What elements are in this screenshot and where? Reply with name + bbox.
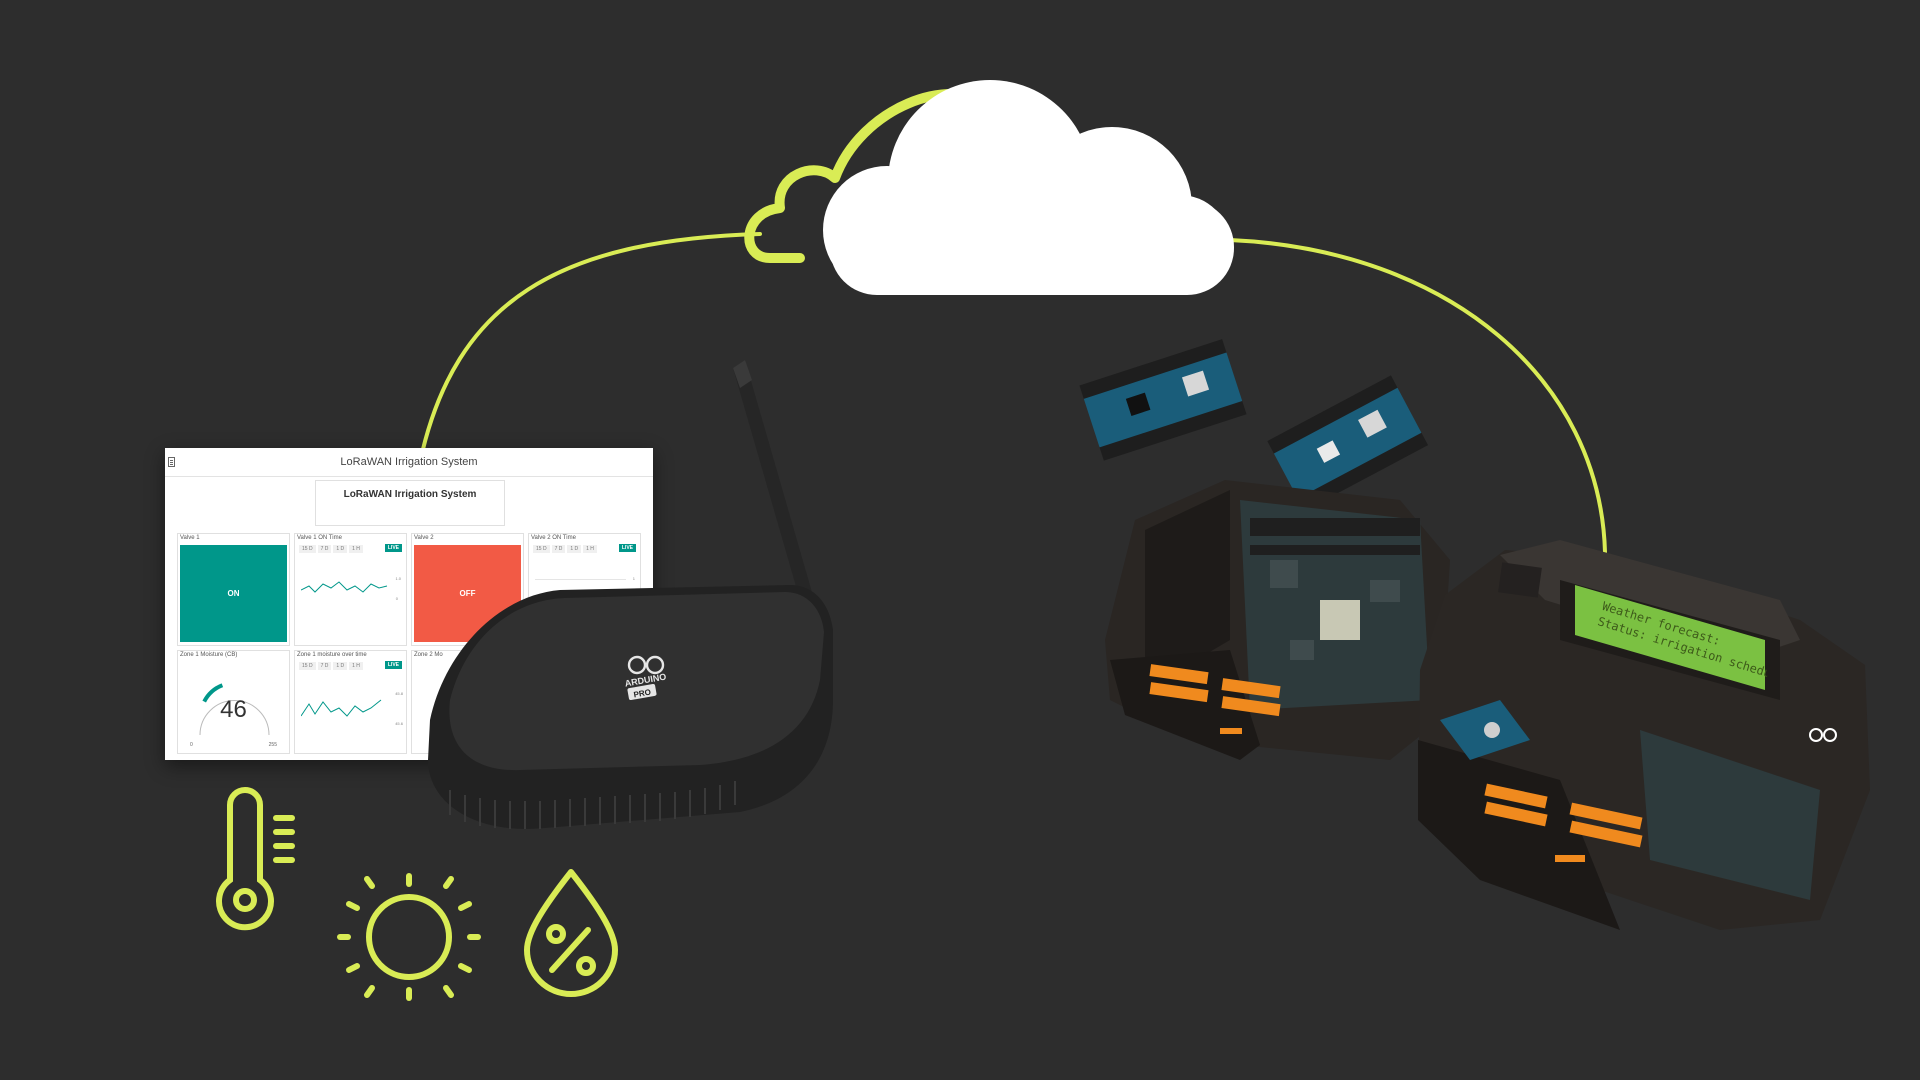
axis-top-label: 1.0 <box>395 576 401 581</box>
connection-line-right <box>1228 238 1607 554</box>
valve-1-switch[interactable]: ON <box>180 545 287 642</box>
zone-2-moisture-label: Zone 2 Mo <box>414 652 443 658</box>
arduino-logo-icon <box>627 655 665 675</box>
tab-15d[interactable]: 15 D <box>299 662 316 670</box>
live-badge[interactable]: LIVE <box>618 544 636 552</box>
gauge-max-label: 255 <box>268 742 277 748</box>
controller-right <box>1418 540 1870 930</box>
mkr-board-inserted <box>1440 700 1530 760</box>
mkr-board-top-left <box>1079 339 1247 461</box>
zone-1-moisture-value: 46 <box>220 696 247 723</box>
tab-1h[interactable]: 1 H <box>583 545 597 553</box>
tab-1h[interactable]: 1 H <box>349 545 363 553</box>
live-badge[interactable]: LIVE <box>384 661 402 669</box>
valve-1-widget[interactable]: Valve 1 ON <box>177 533 290 646</box>
controller-left <box>1105 480 1450 760</box>
valve-1-time-chart: Valve 1 ON Time 15 D 7 D 1 D 1 H LIVE 1.… <box>294 533 407 646</box>
gateway-antenna <box>733 360 820 628</box>
menu-icon[interactable] <box>168 457 175 467</box>
axis-top-label: 45.8 <box>395 691 403 696</box>
axis-bottom-label: 45.6 <box>395 721 403 726</box>
tab-7d[interactable]: 7 D <box>551 545 566 553</box>
zone-1-time-chart: Zone 1 moisture over time 15 D 7 D 1 D 1… <box>294 650 407 754</box>
valve-2-label: Valve 2 <box>414 535 434 541</box>
axis-bottom-label: 0 <box>395 596 398 601</box>
gauge-min-label: 0 <box>190 742 193 748</box>
zone-1-moisture-label: Zone 1 Moisture (CB) <box>180 652 238 658</box>
tab-15d[interactable]: 15 D <box>299 545 316 553</box>
valve-1-time-tabs: 15 D 7 D 1 D 1 H <box>299 545 363 553</box>
tab-1d[interactable]: 1 D <box>333 662 348 670</box>
valve-1-label: Valve 1 <box>180 535 200 541</box>
tab-1d[interactable]: 1 D <box>567 545 582 553</box>
gateway-badge: PRO <box>633 688 652 700</box>
live-badge[interactable]: LIVE <box>384 544 402 552</box>
cloud-outline-icon <box>744 89 1005 263</box>
zone-1-time-label: Zone 1 moisture over time <box>297 652 367 658</box>
valve-1-state: ON <box>227 589 240 598</box>
sun-icon <box>337 873 481 1001</box>
mkr-board-top-center <box>1267 375 1429 511</box>
connector-orange <box>1484 783 1643 862</box>
connection-line-left <box>418 232 762 464</box>
tab-7d[interactable]: 7 D <box>317 662 332 670</box>
zone-1-moisture-gauge: Zone 1 Moisture (CB) 46 0 255 <box>177 650 290 754</box>
dashboard-title-bar: LoRaWAN Irrigation System <box>165 448 653 477</box>
valve-1-sparkline <box>301 581 388 593</box>
dashboard-title-widget: LoRaWAN Irrigation System <box>315 480 505 526</box>
chart-gridline <box>535 579 626 580</box>
connector-orange <box>1149 664 1281 734</box>
axis-top-label: 1 <box>632 576 635 581</box>
gauge-arc <box>199 683 270 736</box>
cloud-icon <box>823 80 1234 295</box>
dashboard-title: LoRaWAN Irrigation System <box>343 489 477 500</box>
lcd-screen <box>1575 585 1765 690</box>
thermometer-icon <box>216 787 295 931</box>
zone-1-sparkline <box>301 699 382 717</box>
tab-15d[interactable]: 15 D <box>533 545 550 553</box>
valve-2-time-tabs: 15 D 7 D 1 D 1 H <box>533 545 597 553</box>
humidity-drop-icon <box>524 869 618 997</box>
valve-1-time-label: Valve 1 ON Time <box>297 535 342 541</box>
zone-1-time-tabs: 15 D 7 D 1 D 1 H <box>299 662 363 670</box>
arduino-logo-icon <box>1809 728 1837 742</box>
tab-7d[interactable]: 7 D <box>317 545 332 553</box>
valve-2-time-label: Valve 2 ON Time <box>531 535 576 541</box>
dashboard-window: LoRaWAN Irrigation System LoRaWAN Irriga… <box>165 448 653 760</box>
gateway-device: ARDUINO PRO <box>428 360 833 829</box>
valve-2-state: OFF <box>459 589 476 598</box>
tab-1h[interactable]: 1 H <box>349 662 363 670</box>
dashboard-window-title: LoRaWAN Irrigation System <box>340 456 478 468</box>
tab-1d[interactable]: 1 D <box>333 545 348 553</box>
